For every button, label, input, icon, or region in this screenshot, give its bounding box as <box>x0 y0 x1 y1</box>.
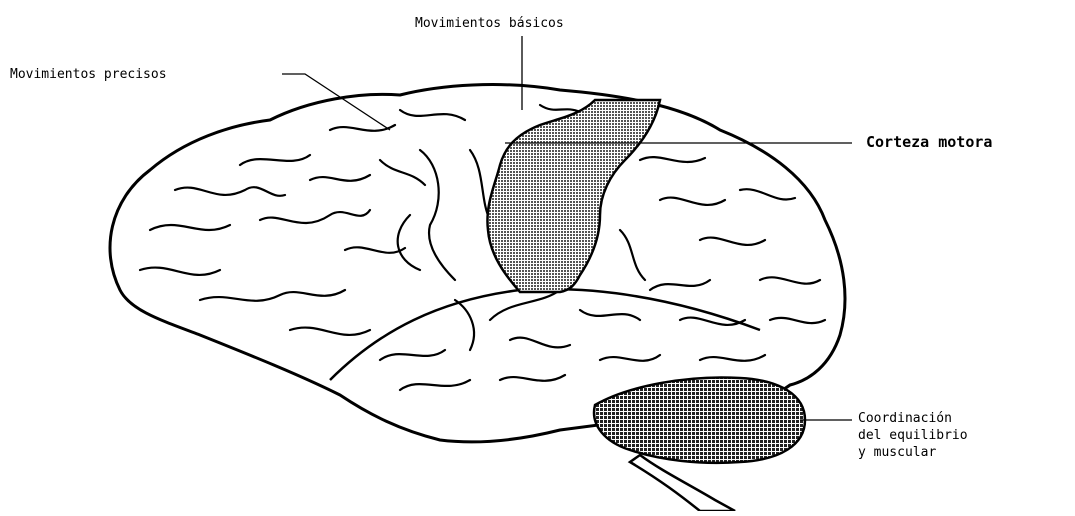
label-movimientos-precisos: Movimientos precisos <box>10 66 167 83</box>
label-movimientos-basicos: Movimientos básicos <box>415 15 564 32</box>
label-coordinacion-line2: del equilibrio <box>858 427 1058 444</box>
label-coordinacion-line3: y muscular <box>858 444 1058 461</box>
label-corteza-motora: Corteza motora <box>866 134 992 151</box>
label-coordinacion: Coordinación del equilibrio y muscular <box>858 410 1058 461</box>
label-coordinacion-line1: Coordinación <box>858 410 1058 427</box>
